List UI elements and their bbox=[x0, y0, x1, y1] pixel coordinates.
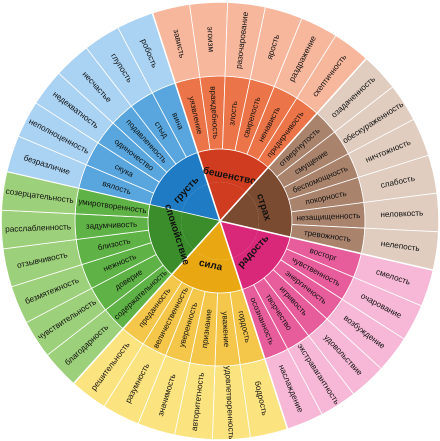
core-sector bbox=[232, 229, 291, 290]
mid-emotion-label: уважение bbox=[220, 311, 231, 348]
core-sector bbox=[246, 167, 292, 238]
center-sector bbox=[220, 192, 259, 230]
group-divider bbox=[151, 12, 221, 222]
emotion-group bbox=[219, 57, 440, 271]
core-emotion-label: сила bbox=[198, 258, 224, 274]
outer-emotion-label: эгоизм bbox=[205, 26, 215, 52]
mid-emotion-label: незащищенность bbox=[296, 211, 360, 223]
group-divider bbox=[219, 220, 289, 430]
core-sector bbox=[197, 149, 269, 193]
emotion-group bbox=[6, 12, 221, 222]
mid-emotion-label: злость bbox=[227, 101, 239, 127]
emotion-group bbox=[72, 220, 289, 441]
group-divider bbox=[219, 57, 368, 222]
outer-emotion-label: расслабленность bbox=[5, 222, 71, 234]
emotion-group bbox=[219, 220, 434, 430]
core-sector bbox=[171, 249, 243, 293]
core-sector bbox=[148, 204, 194, 275]
outer-emotion-label: удовлетворенность bbox=[223, 366, 236, 440]
core-sector bbox=[149, 152, 208, 213]
center-sector bbox=[181, 212, 220, 250]
group-divider bbox=[219, 220, 434, 272]
emotion-group bbox=[0, 171, 221, 385]
outer-emotion-label: неловкость bbox=[380, 209, 423, 220]
mid-emotion-label: враждебность bbox=[208, 86, 220, 139]
emotion-group bbox=[151, 1, 368, 222]
group-divider bbox=[72, 220, 221, 385]
mid-emotion-label: задумчивость bbox=[86, 220, 138, 231]
